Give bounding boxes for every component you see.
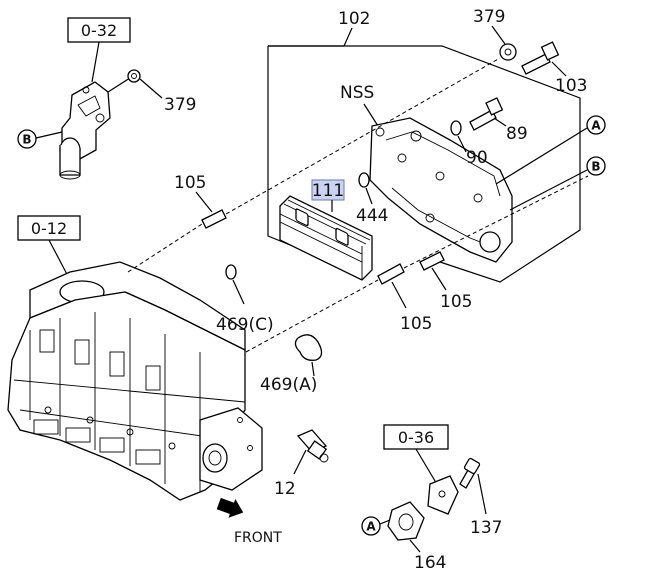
connector-a-bottom[interactable]: A — [361, 516, 381, 536]
o-ring-469c — [225, 264, 237, 280]
part-label-164: 164 — [414, 553, 446, 573]
reference-box-0-36[interactable]: 0-36 — [383, 424, 449, 450]
part-label-111: 111 — [312, 181, 344, 201]
oil-cooler-cover — [369, 117, 513, 263]
part-label-105-left: 105 — [174, 173, 206, 193]
connector-a-right-label: A — [591, 119, 601, 133]
stud-105-right — [419, 251, 445, 271]
part-label-469c: 469(C) — [216, 315, 274, 335]
part-label-469a: 469(A) — [260, 375, 317, 395]
part-label-111-highlight[interactable]: 111 — [311, 179, 345, 201]
nss-label: NSS — [340, 83, 374, 103]
part-label-379-top: 379 — [473, 7, 505, 27]
part-label-103: 103 — [555, 76, 587, 96]
connector-b-right[interactable]: B — [586, 156, 606, 176]
thermostat-housing — [59, 81, 111, 180]
part-label-379-left: 379 — [164, 95, 196, 115]
gasket-164 — [387, 501, 425, 541]
bracket-assembly — [427, 475, 459, 515]
part-label-89: 89 — [506, 124, 528, 144]
part-label-90: 90 — [466, 148, 488, 168]
connector-b-left[interactable]: B — [17, 129, 37, 149]
reference-box-0-12[interactable]: 0-12 — [17, 215, 81, 241]
part-label-102: 102 — [338, 9, 370, 29]
cylinder-block — [7, 261, 263, 501]
reference-label-0-12: 0-12 — [31, 219, 67, 238]
reference-label-0-36: 0-36 — [398, 428, 434, 447]
front-direction-arrow — [216, 497, 244, 518]
connector-a-right[interactable]: A — [586, 115, 606, 135]
bolt-137 — [459, 457, 481, 489]
connector-b-left-label: B — [22, 133, 31, 147]
part-label-12: 12 — [274, 479, 296, 499]
connector-a-bottom-label: A — [366, 520, 376, 534]
o-ring-444 — [358, 172, 370, 188]
part-label-137: 137 — [470, 518, 502, 538]
part-label-105-right: 105 — [440, 292, 472, 312]
nut-379-top — [499, 43, 517, 61]
bolt-103 — [521, 41, 560, 75]
part-label-444: 444 — [356, 206, 388, 226]
bolt-89 — [469, 97, 504, 131]
reference-label-0-32: 0-32 — [81, 21, 117, 40]
stud-105-left — [201, 209, 227, 229]
part-label-105-mid: 105 — [400, 314, 432, 334]
connector-b-right-label: B — [591, 160, 600, 174]
gasket-90 — [450, 120, 462, 136]
stud-105-mid — [377, 263, 405, 285]
front-label: FRONT — [234, 530, 282, 546]
oil-cooler-element-111 — [279, 195, 373, 281]
fitting-12 — [296, 429, 329, 463]
nut-379-left — [127, 69, 141, 83]
gasket-469a — [294, 334, 323, 361]
reference-box-0-32[interactable]: 0-32 — [67, 17, 131, 43]
